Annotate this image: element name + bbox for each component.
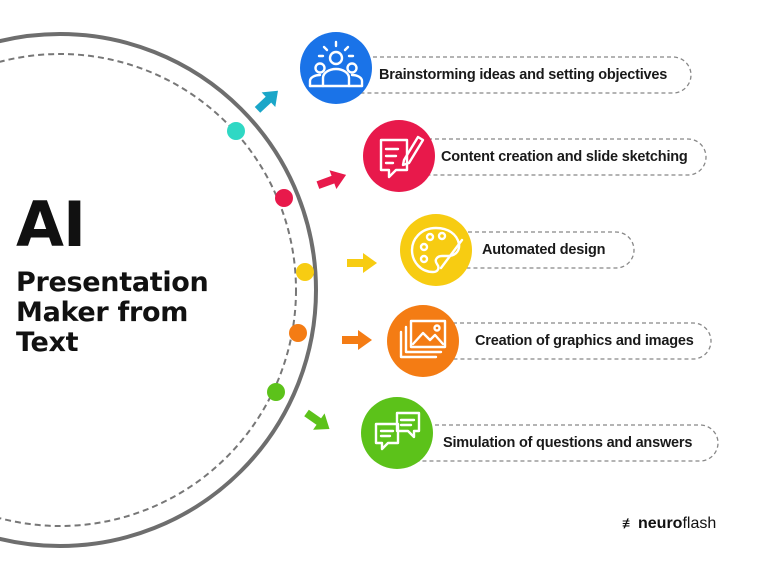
brand-word-flash: flash bbox=[682, 515, 717, 532]
palette-icon bbox=[400, 214, 472, 286]
chat-bubbles-icon bbox=[361, 397, 433, 469]
step-label-qa-simulation: Simulation of questions and answers bbox=[443, 435, 693, 451]
ring-dot-4 bbox=[289, 324, 307, 342]
brand-mark-icon: ≢ bbox=[622, 515, 636, 531]
title-main: AI bbox=[16, 188, 86, 261]
step-pill-4 bbox=[425, 322, 712, 360]
brand-word-neuro: neuro bbox=[638, 515, 683, 532]
arrow-3-icon bbox=[347, 253, 377, 273]
step-label-automated-design: Automated design bbox=[482, 242, 606, 258]
step-pill-3 bbox=[440, 231, 635, 269]
ring-dot-2 bbox=[275, 189, 293, 207]
outer-ring bbox=[0, 32, 318, 548]
title-line-2: Maker from bbox=[16, 297, 189, 328]
title-line-3: Text bbox=[16, 327, 79, 358]
ring-dot-1 bbox=[227, 122, 245, 140]
step-label-brainstorming: Brainstorming ideas and setting objectiv… bbox=[379, 67, 668, 83]
step-label-content-creation: Content creation and slide sketching bbox=[441, 149, 688, 165]
inner-dashed-ring bbox=[0, 53, 297, 527]
title-line-1: Presentation bbox=[16, 267, 209, 298]
arrow-5-icon bbox=[304, 409, 330, 430]
step-pill-1 bbox=[345, 56, 692, 94]
arrow-1-icon bbox=[254, 90, 278, 113]
step-label-graphics-images: Creation of graphics and images bbox=[475, 333, 694, 349]
step-pill-2 bbox=[400, 138, 707, 176]
ring-dot-3 bbox=[296, 263, 314, 281]
step-pill-5 bbox=[400, 424, 719, 462]
brand-logo: ≢neuroflash bbox=[622, 512, 716, 534]
ring-dot-5 bbox=[267, 383, 285, 401]
image-gallery-icon bbox=[387, 305, 459, 377]
arrow-4-icon bbox=[342, 330, 372, 350]
arrow-2-icon bbox=[316, 170, 347, 190]
document-pen-icon bbox=[363, 120, 435, 192]
people-idea-icon bbox=[300, 32, 372, 104]
